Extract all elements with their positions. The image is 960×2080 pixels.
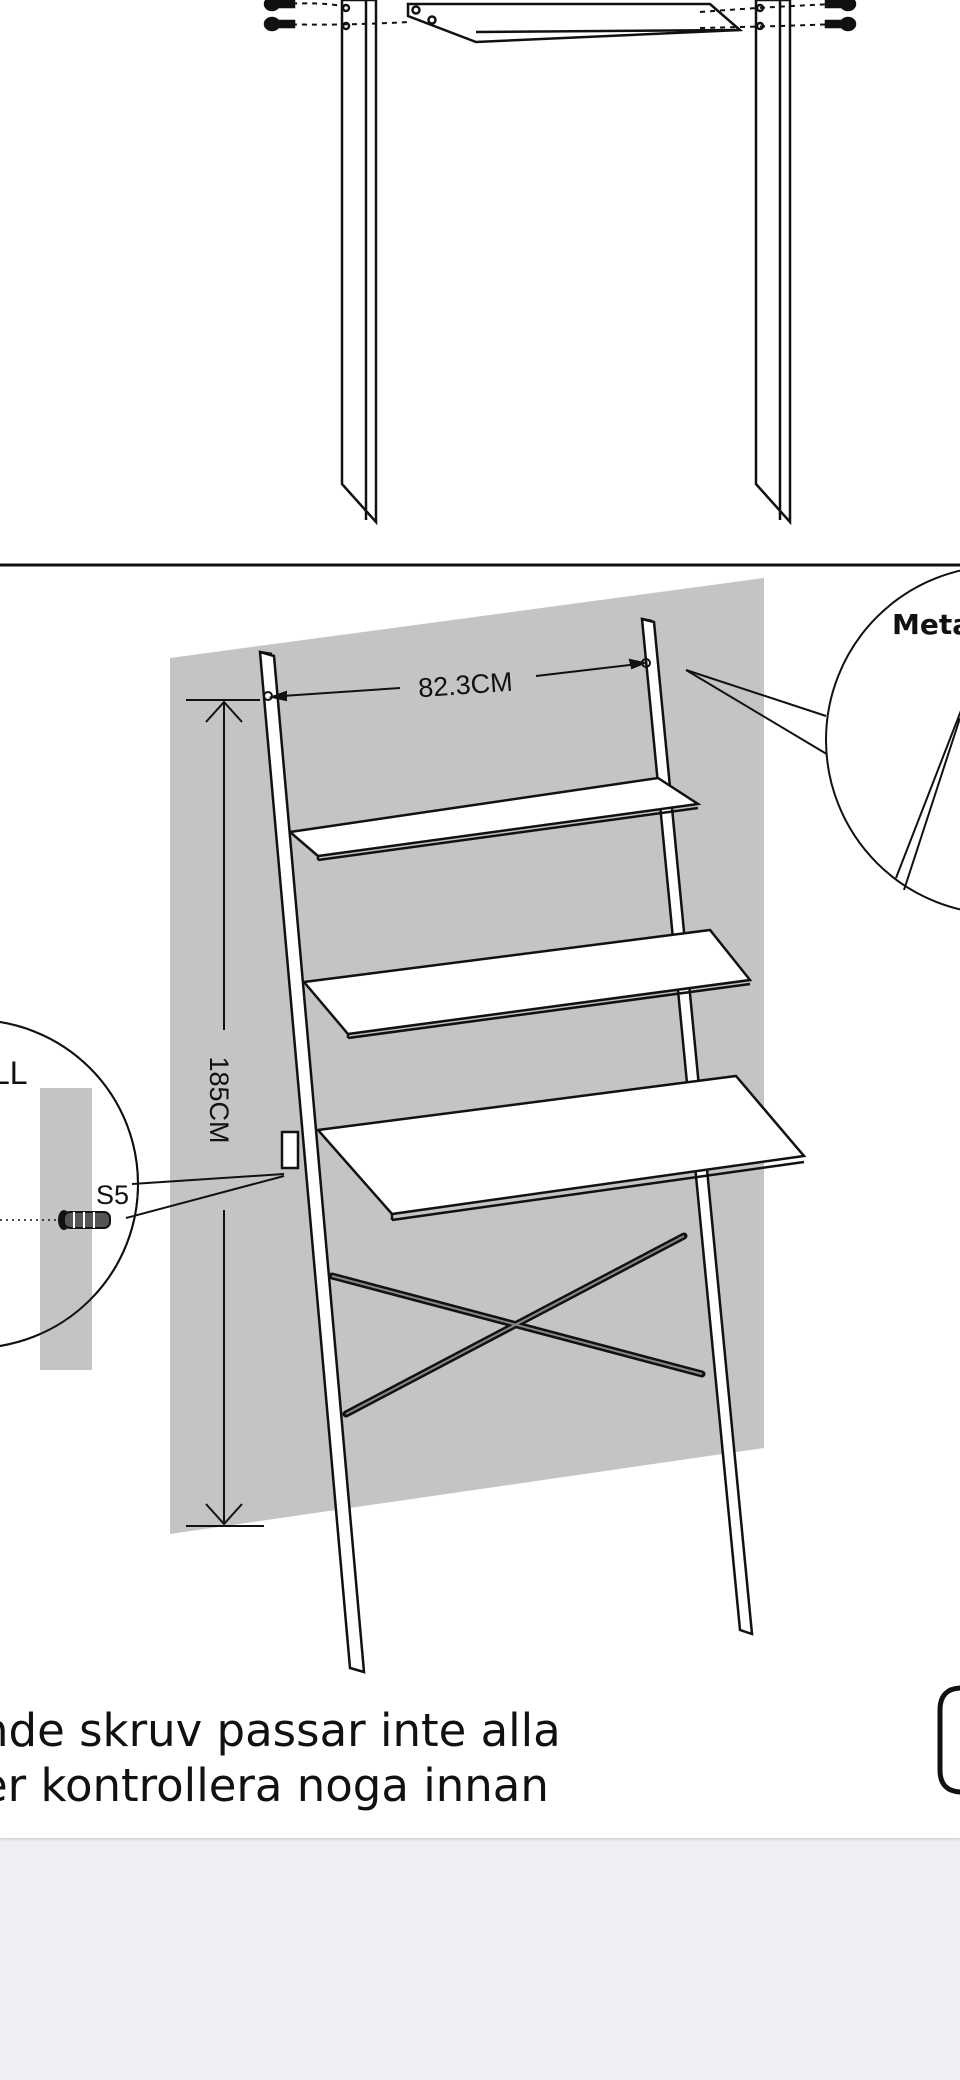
- shelf-insert-edge: [475, 28, 741, 34]
- screw-icon: [824, 0, 857, 12]
- screw-icon: [824, 16, 857, 32]
- shelves: [280, 776, 807, 1222]
- shelf-top: [287, 776, 702, 858]
- shelf-hole: [427, 15, 437, 25]
- height-label: 185CM: [204, 1056, 234, 1143]
- screw-icon: [263, 16, 296, 32]
- viewer-background: [0, 1838, 960, 2080]
- screw-icon: [263, 0, 296, 12]
- left-upright-back: [340, 0, 378, 526]
- left-ladder-leg: [258, 650, 366, 1674]
- screw-path-dashed: [699, 3, 837, 13]
- screw-code-label: S5: [96, 1180, 129, 1210]
- screw-path-dashed: [281, 2, 343, 7]
- assembly-drawing: 82.3CM 185CM Meta: [0, 0, 960, 1795]
- shelf-desk: [315, 1074, 807, 1216]
- callout-label-left: LL: [0, 1055, 28, 1091]
- step-panel-top: [263, 0, 857, 526]
- upright-hole: [341, 21, 351, 31]
- width-dimension: [268, 658, 648, 702]
- upright-hole: [341, 3, 351, 13]
- partial-box-bottom-right: [937, 1685, 960, 1795]
- wall-plug-icon: [58, 1210, 111, 1230]
- height-dimension: [186, 699, 264, 1527]
- shelf-middle: [301, 928, 753, 1036]
- wall-bracket: [280, 1130, 300, 1170]
- width-label: 82.3CM: [417, 667, 513, 704]
- cross-bars-highlight: [331, 1235, 703, 1415]
- upright-hole: [755, 3, 765, 13]
- instruction-page: 82.3CM 185CM Meta: [0, 0, 960, 1838]
- caption-line-1: nde skruv passar inte alla: [0, 1704, 561, 1757]
- shelf-hole: [411, 5, 421, 15]
- caption-line-2: er kontrollera noga innan: [0, 1759, 549, 1812]
- upright-hole: [755, 21, 765, 31]
- detail-callout-top-right: [685, 569, 960, 911]
- callout-label-top-right: Meta: [892, 608, 960, 641]
- callout-border-overlay: [0, 1021, 285, 1347]
- shelf-insert: [406, 2, 744, 44]
- right-upright-back: [754, 0, 792, 526]
- wall-panel: [170, 578, 764, 1534]
